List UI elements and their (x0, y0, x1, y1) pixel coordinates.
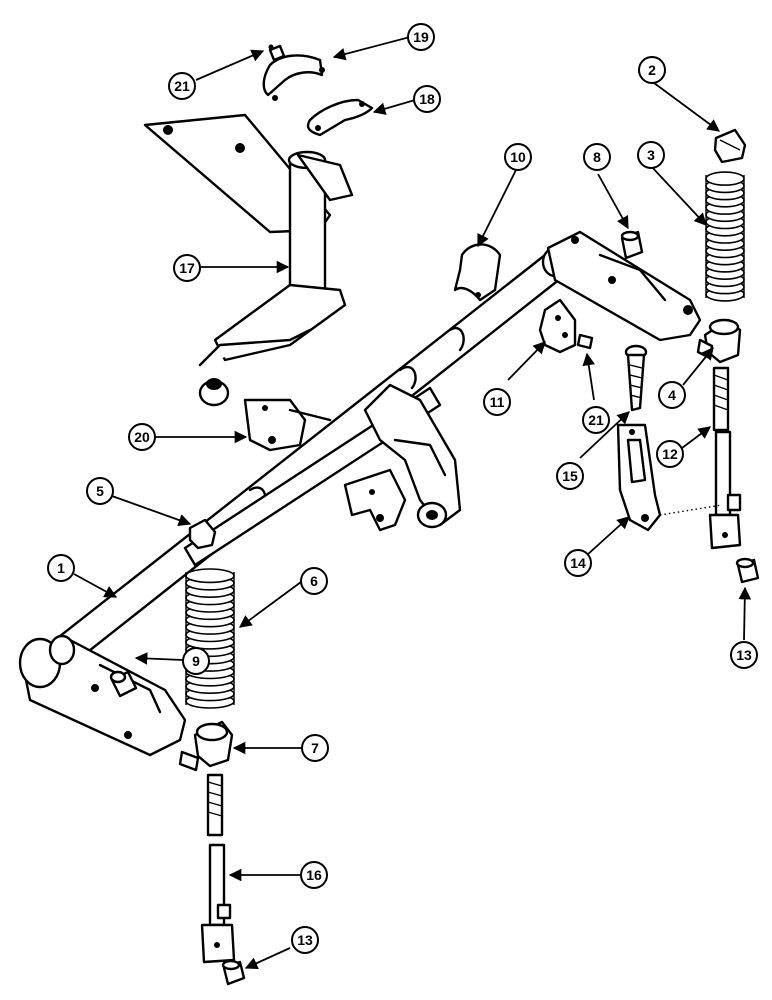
svg-text:12: 12 (662, 446, 678, 462)
svg-text:17: 17 (179, 260, 195, 276)
clevis-bracket-20 (243, 398, 332, 452)
callout-21-top: 21 (168, 72, 196, 100)
callout-9: 9 (182, 647, 210, 675)
callout-1: 1 (47, 554, 75, 582)
svg-text:3: 3 (647, 147, 655, 163)
svg-text:18: 18 (419, 91, 435, 107)
callout-2: 2 (638, 56, 666, 84)
svg-text:16: 16 (306, 867, 322, 883)
svg-text:21: 21 (588, 412, 604, 428)
svg-text:20: 20 (134, 429, 150, 445)
svg-text:15: 15 (562, 468, 578, 484)
assembly-line (659, 504, 723, 516)
svg-text:19: 19 (413, 29, 429, 45)
callout-7: 7 (301, 734, 329, 762)
svg-text:9: 9 (192, 653, 200, 669)
svg-text:4: 4 (668, 387, 676, 403)
callout-13-right: 13 (730, 641, 758, 669)
callout-12: 12 (656, 440, 684, 468)
svg-text:1: 1 (57, 560, 65, 576)
callout-19: 19 (407, 23, 435, 51)
nut-5 (188, 518, 217, 550)
svg-text:13: 13 (736, 647, 752, 663)
callout-18: 18 (413, 85, 441, 113)
clamp-upper-19 (262, 54, 325, 101)
svg-text:6: 6 (310, 573, 318, 589)
left-lift-arm (18, 634, 187, 757)
link-14 (616, 423, 662, 532)
spring-seat-4 (696, 318, 742, 364)
center-bracket (343, 383, 462, 532)
leader-lines (73, 36, 752, 970)
callout-21-right: 21 (582, 406, 610, 434)
callout-10: 10 (504, 143, 532, 171)
callout-8: 8 (583, 143, 611, 171)
grease-fitting-21-top (268, 44, 286, 62)
bolt-15 (624, 344, 648, 412)
callout-17: 17 (173, 254, 201, 282)
callout-15: 15 (556, 462, 584, 490)
spring-coil (185, 568, 235, 584)
spring-coil (705, 171, 745, 186)
cam-plate-11 (538, 298, 577, 354)
callout-11: 11 (483, 388, 511, 416)
svg-text:10: 10 (510, 149, 526, 165)
callout-3: 3 (637, 141, 665, 169)
callout-4: 4 (658, 381, 686, 409)
callout-13-left: 13 (291, 926, 319, 954)
svg-text:14: 14 (570, 555, 586, 571)
support-bracket-17 (143, 113, 354, 407)
pin-13-right (735, 557, 760, 584)
svg-text:8: 8 (593, 149, 601, 165)
svg-text:2: 2 (648, 62, 656, 78)
svg-text:11: 11 (490, 394, 505, 410)
callout-6: 6 (300, 567, 328, 595)
right-lift-arm (546, 230, 702, 342)
spring-3 (705, 171, 745, 302)
clamp-half-10 (453, 243, 502, 302)
spring-outline (185, 572, 235, 705)
rod-12 (708, 366, 742, 550)
grease-fitting-21-right (576, 333, 594, 350)
spring-seat-7 (178, 720, 234, 772)
spring-6 (185, 568, 235, 709)
bushing-9 (109, 670, 138, 698)
bushing-8 (620, 230, 644, 260)
callout-20: 20 (128, 423, 156, 451)
clamp-lower-18 (306, 98, 374, 137)
svg-text:5: 5 (96, 483, 104, 499)
rod-16 (200, 773, 236, 964)
svg-text:21: 21 (174, 78, 190, 94)
svg-text:13: 13 (297, 932, 313, 948)
callout-5: 5 (86, 477, 114, 505)
spring-outline (705, 175, 745, 298)
callout-16: 16 (300, 861, 328, 889)
callout-14: 14 (564, 549, 592, 577)
svg-text:7: 7 (311, 740, 319, 756)
pin-13-left (221, 959, 246, 986)
adjusting-nut-2 (713, 128, 747, 164)
